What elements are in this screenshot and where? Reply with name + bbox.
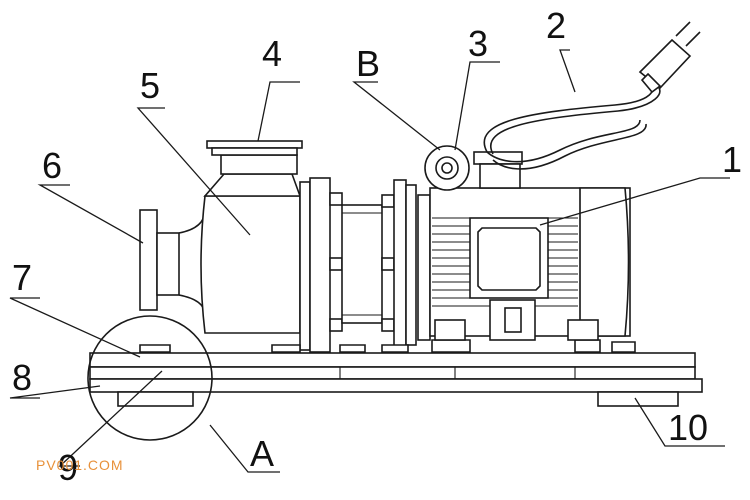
inlet-flange: [139, 209, 206, 316]
outlet-flange: [206, 140, 303, 156]
label-3: 3: [468, 23, 488, 64]
motor-body: [417, 151, 631, 341]
cable-gland: [424, 145, 470, 191]
part-labels: 1 2 3 4 5 6 7 8 9 10 A B: [12, 5, 742, 488]
label-8: 8: [12, 357, 32, 398]
motor-top-housing: [473, 151, 523, 189]
label-4: 4: [262, 33, 282, 74]
label-2: 2: [546, 5, 566, 46]
label-a: A: [250, 433, 274, 474]
support-foot-right: [597, 391, 679, 407]
base-bolts: [139, 339, 636, 353]
base-plate: [89, 352, 703, 393]
pump-coupling-flange: [299, 177, 417, 353]
label-10: 10: [668, 407, 708, 448]
watermark: PV001.COM: [36, 457, 124, 473]
terminal-box: [469, 217, 549, 299]
support-foot-left: [117, 391, 194, 407]
label-7: 7: [12, 257, 32, 298]
label-1: 1: [722, 139, 742, 180]
detail-circle-a: [87, 315, 213, 441]
leader-lines: [9, 49, 730, 473]
power-plug: [638, 21, 701, 94]
label-b: B: [356, 43, 380, 84]
label-5: 5: [140, 65, 160, 106]
label-6: 6: [42, 145, 62, 186]
motor-feet: [434, 299, 599, 341]
pump-casing: [200, 154, 302, 334]
label-9: 9: [58, 447, 78, 488]
